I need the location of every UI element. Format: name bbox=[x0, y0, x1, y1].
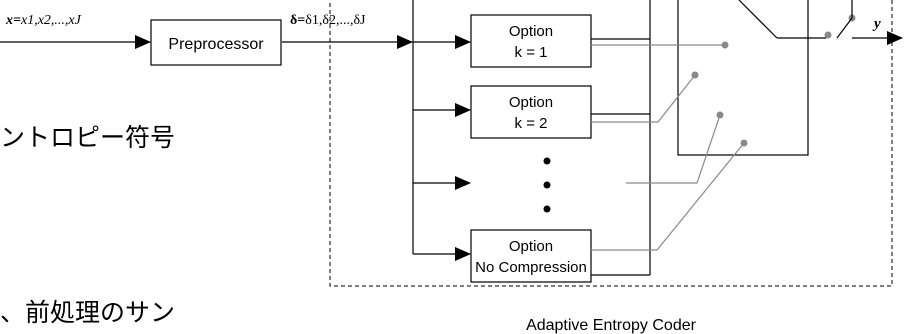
adaptive-entropy-coder-boundary bbox=[329, 0, 893, 287]
output-label: y bbox=[872, 16, 881, 32]
input-signal-label: x=x1,x2,...,xJ bbox=[5, 13, 82, 28]
option-box-no-compression bbox=[470, 229, 592, 283]
background-japanese-text-line-2: 、前処理のサン bbox=[0, 298, 176, 327]
option-box-2 bbox=[470, 85, 592, 139]
option-outputs-to-switch bbox=[591, 44, 745, 251]
background-japanese-text-line-1: ントロピー符号 bbox=[0, 123, 176, 152]
preprocessor-box bbox=[150, 19, 282, 66]
delta-signal-label: δ=δ1,δ2,...,δJ bbox=[290, 13, 366, 28]
option-2-title: Option bbox=[509, 94, 553, 111]
coder-caption: Adaptive Entropy Coder bbox=[526, 317, 697, 334]
option-box-1 bbox=[470, 14, 592, 68]
option-2-param: k = 2 bbox=[515, 115, 548, 132]
preprocessor-label: Preprocessor bbox=[168, 36, 264, 53]
option-1-param: k = 1 bbox=[515, 44, 548, 61]
option-no-compression-title: Option bbox=[509, 238, 553, 255]
switch-arm bbox=[738, 0, 778, 39]
option-no-compression-param: No Compression bbox=[475, 259, 587, 276]
ellipsis-dots bbox=[543, 157, 551, 213]
selector-box bbox=[677, 0, 809, 156]
output-switch-arm bbox=[836, 17, 853, 39]
option-1-title: Option bbox=[509, 23, 553, 40]
